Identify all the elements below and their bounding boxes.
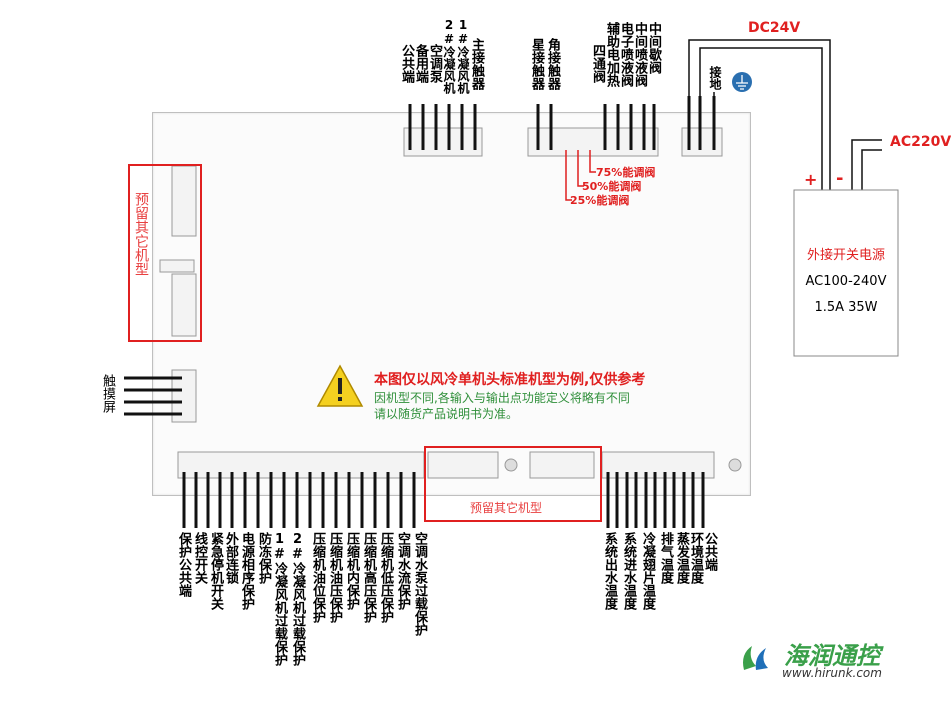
notice-line2: 因机型不同,各输入与输出点功能定义将略有不同 — [374, 391, 630, 405]
label-ambient-temp: 环境温度 — [688, 532, 703, 584]
label-temp-common: 公共端 — [702, 532, 717, 571]
label-pump-overload: 空调水泵过载保护 — [412, 532, 427, 636]
minus-sign: - — [836, 168, 844, 189]
ac220v-label: AC220V — [890, 134, 951, 150]
label-water-flow: 空调水流保护 — [395, 532, 410, 610]
reserved-left-box — [128, 164, 202, 342]
label-antifreeze: 防冻保护 — [256, 532, 271, 584]
touchscreen-label: 触摸屏 — [100, 374, 115, 413]
label-fan1-overload: 1#冷凝风机过载保护 — [272, 532, 287, 666]
notice-line1: 本图仅以风冷单机头标准机型为例,仅供参考 — [374, 372, 646, 388]
power-box-line2: 1.5A 35W — [814, 300, 878, 315]
label-delta-contactor: 角接触器 — [545, 38, 560, 90]
label-low-pressure: 压缩机低压保护 — [378, 532, 393, 623]
power-box-title: 外接开关电源 — [806, 248, 885, 263]
label-fan2-overload: 2#冷凝风机过载保护 — [290, 532, 305, 666]
label-exhaust-temp: 排气温度 — [658, 532, 673, 584]
label-wire-switch: 线控开关 — [192, 532, 207, 584]
label-high-pressure: 压缩机高压保护 — [361, 532, 376, 623]
label-outlet-temp: 系统出水温度 — [602, 532, 617, 610]
warning-icon — [316, 364, 364, 407]
logo-url: www.hirunk.com — [782, 666, 882, 680]
capacity-25-label: 25%能调阀 — [570, 194, 630, 207]
label-fin-temp: 冷凝翅片温度 — [640, 532, 655, 610]
label-evap-temp: 蒸发温度 — [674, 532, 689, 584]
label-aux-heater: 辅助电加热 — [604, 22, 619, 87]
label-ac-pump: 空调泵 — [427, 44, 442, 83]
plus-sign: + — [804, 170, 818, 189]
reserved-bottom-label: 预留其它机型 — [470, 501, 543, 515]
reserved-bottom-box — [424, 446, 602, 522]
reserved-left-label: 预留其它机型 — [133, 192, 149, 276]
top-terminals-b — [536, 104, 656, 150]
power-box-line1: AC100-240V — [805, 274, 887, 289]
label-external-interlock: 外部连锁 — [223, 532, 238, 584]
capacity-50-label: 50%能调阀 — [582, 180, 642, 193]
label-inlet-temp: 系统进水温度 — [621, 532, 636, 610]
label-ground: 接地 — [708, 66, 722, 90]
label-phase-protect: 电源相序保护 — [239, 532, 254, 610]
capacity-75-label: 75%能调阀 — [596, 166, 656, 179]
notice-line3: 请以随货产品说明书为准。 — [374, 407, 519, 421]
label-middle-spray-valve: 中间喷液阀 — [632, 22, 647, 87]
label-four-way-valve: 四通阀 — [590, 44, 605, 83]
top-terminals-a — [408, 104, 477, 150]
label-spare: 备用端 — [413, 44, 428, 83]
label-protect-common: 保护公共端 — [176, 532, 191, 597]
label-emergency-stop: 紧急停机开关 — [208, 532, 223, 610]
logo-name: 海润通控 — [784, 642, 880, 670]
label-star-contactor: 星接触器 — [529, 38, 544, 90]
logo-icon — [738, 640, 778, 676]
label-oil-pressure: 压缩机油压保护 — [327, 532, 342, 623]
dc24v-label: DC24V — [748, 20, 801, 36]
label-oil-level: 压缩机油位保护 — [310, 532, 325, 623]
label-common: 公共端 — [399, 44, 414, 83]
label-electronic-spray-valve: 电子喷液阀 — [618, 22, 633, 87]
label-condenser-fan-1: 1#冷凝风机 — [456, 18, 470, 94]
label-internal-protect: 压缩机内保护 — [344, 532, 359, 610]
label-main-contactor: 主接触器 — [469, 38, 484, 90]
label-condenser-fan-2: 2#冷凝风机 — [442, 18, 456, 94]
controller-board — [152, 112, 751, 496]
label-middle-valve: 中间歇阀 — [646, 22, 661, 74]
